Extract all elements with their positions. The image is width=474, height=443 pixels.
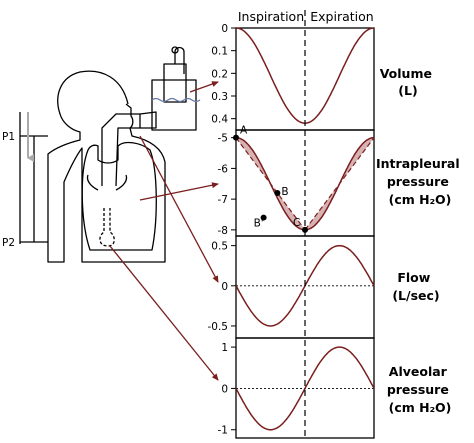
alveolar-panel: 1 0 -1	[218, 337, 375, 439]
alveolar-tick-label: 0	[221, 383, 228, 395]
intrapleural-label: Intrapleural pressure (cm H₂O)	[376, 156, 464, 207]
spirometer-pulley	[171, 46, 179, 54]
inspiration-label: Inspiration	[238, 9, 304, 24]
p2-label: P2	[2, 237, 15, 249]
intrapleural-label-line: pressure	[387, 174, 449, 189]
volume-tick-label: 0.2	[211, 68, 228, 80]
alveolar-tick-label: 1	[221, 342, 228, 354]
spirometer-cable	[174, 46, 185, 74]
point-B	[274, 189, 281, 196]
arrow-to-alveolar	[109, 245, 219, 381]
point-B-prime	[260, 214, 267, 221]
alveolar-label-line: Alveolar	[389, 364, 448, 379]
alveolar-tick-label: -1	[218, 425, 228, 437]
mouthpiece	[139, 111, 157, 129]
intrapleural-tick-label: -6	[218, 163, 229, 175]
intrapleural-panel: -5 -6 -7 -8 A B B' C	[218, 125, 375, 237]
alveolar-label-line: (cm H₂O)	[389, 400, 452, 415]
subject-diagram	[19, 46, 201, 263]
point-label: B'	[254, 218, 264, 230]
volume-tick-label: 0.1	[211, 46, 228, 58]
flow-tick-label: -0.5	[208, 321, 229, 333]
flow-label-line: (L/sec)	[392, 288, 439, 303]
volume-tick-label: 0.3	[211, 91, 228, 103]
point-A	[233, 134, 239, 141]
flow-tick-label: 0.5	[211, 241, 228, 253]
intrapleural-tick-label: -5	[218, 133, 228, 145]
spirometer-bell	[151, 79, 197, 131]
flow-label: Flow (L/sec)	[392, 270, 439, 303]
volume-panel: 0 0.1 0.2 0.3 0.4	[211, 23, 375, 131]
spirometer-inner	[163, 63, 187, 103]
arrow-to-volume	[189, 81, 219, 93]
point-label: A	[240, 125, 248, 137]
volume-label-line: Volume	[380, 66, 432, 81]
point-label: B	[281, 186, 288, 198]
chest-cavity	[81, 141, 157, 251]
bronchi	[86, 174, 128, 191]
flow-panel: 0.5 0 -0.5	[208, 235, 375, 339]
arrow-to-flow	[139, 135, 219, 283]
volume-tick-label: 0	[221, 23, 228, 35]
intrapleural-label-line: Intrapleural	[376, 156, 460, 171]
spirometer-water	[151, 97, 201, 103]
volume-label-line: (L)	[398, 83, 417, 98]
p1-label: P1	[2, 131, 15, 143]
alveolar-label: Alveolar pressure (cm H₂O)	[387, 364, 453, 415]
intrapleural-tick-label: -7	[218, 194, 228, 206]
connector-arrows	[109, 81, 219, 381]
arrow-to-intrapleural	[139, 182, 219, 201]
alveolar-curve	[235, 346, 375, 431]
flow-tick-label: 0	[221, 281, 228, 293]
airway-tube	[101, 113, 141, 187]
flow-label-line: Flow	[397, 270, 430, 285]
point-label: C	[293, 217, 300, 229]
alveolus	[99, 208, 115, 247]
expiration-label: Expiration	[310, 9, 373, 24]
point-C	[302, 226, 308, 233]
alveolar-label-line: pressure	[387, 382, 449, 397]
volume-label: Volume (L)	[380, 66, 437, 98]
volume-tick-label: 0.4	[211, 114, 228, 126]
intrapleural-tick-label: -8	[218, 225, 228, 237]
intrapleural-label-line: (cm H₂O)	[389, 192, 452, 207]
body-outline	[47, 70, 166, 263]
